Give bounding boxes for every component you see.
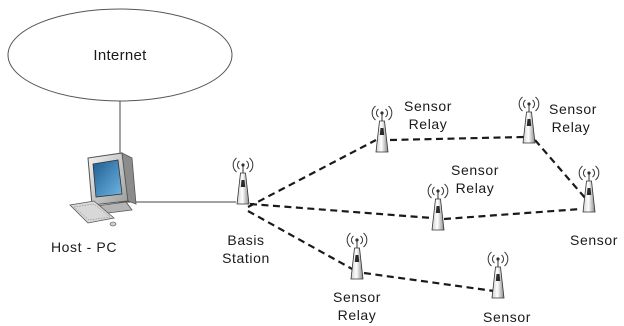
internet-cloud: Internet (7, 8, 233, 102)
antenna-icon (487, 251, 509, 299)
link-base-relay-bottom (247, 210, 355, 271)
host-label: Host - PC (51, 239, 117, 255)
base-station: Basis Station (222, 157, 270, 266)
base-label-line-2: Station (222, 250, 270, 266)
computer-icon (69, 152, 137, 227)
relay-top-label-line-1: Sensor (404, 98, 452, 114)
base-label-line-1: Basis (227, 232, 264, 248)
relay-top-label-line-2: Relay (409, 116, 448, 132)
antenna-icon (578, 165, 600, 213)
relay-mid-label-line-2: Relay (456, 180, 495, 196)
link-relay-top-relay-right (389, 135, 525, 142)
node-relay-mid: Sensor Relay (427, 162, 499, 231)
relay-right-label-line-1: Sensor (549, 101, 597, 117)
antenna-icon (427, 183, 449, 231)
relay-right-label-line-2: Relay (552, 119, 591, 135)
antenna-icon (346, 232, 368, 280)
antenna-icon (232, 157, 254, 205)
node-relay-right: Sensor Relay (518, 96, 597, 144)
sensor-bottom-label: Sensor (483, 309, 531, 325)
link-relay-right-sensor-right (534, 139, 587, 200)
link-relay-bottom-sensor-bottom (363, 271, 495, 293)
link-base-relay-mid (249, 202, 433, 220)
cloud-ellipse (7, 8, 233, 102)
antenna-icon (371, 105, 393, 153)
antenna-icon (518, 96, 540, 144)
relay-bottom-label-line-2: Relay (338, 307, 377, 323)
node-relay-bottom: Sensor Relay (333, 232, 381, 323)
relay-mid-label-line-1: Sensor (451, 162, 499, 178)
cloud-label: Internet (93, 47, 147, 64)
links-layer (118, 92, 587, 293)
sensor-right-label: Sensor (570, 232, 618, 248)
relay-bottom-label-line-1: Sensor (333, 289, 381, 305)
link-base-relay-top (247, 139, 377, 208)
node-relay-top: Sensor Relay (371, 98, 452, 153)
node-sensor-bottom: Sensor (483, 251, 531, 325)
host-pc: Host - PC (51, 152, 137, 255)
link-relay-mid-sensor-right (443, 207, 582, 221)
node-sensor-right: Sensor (570, 165, 618, 248)
